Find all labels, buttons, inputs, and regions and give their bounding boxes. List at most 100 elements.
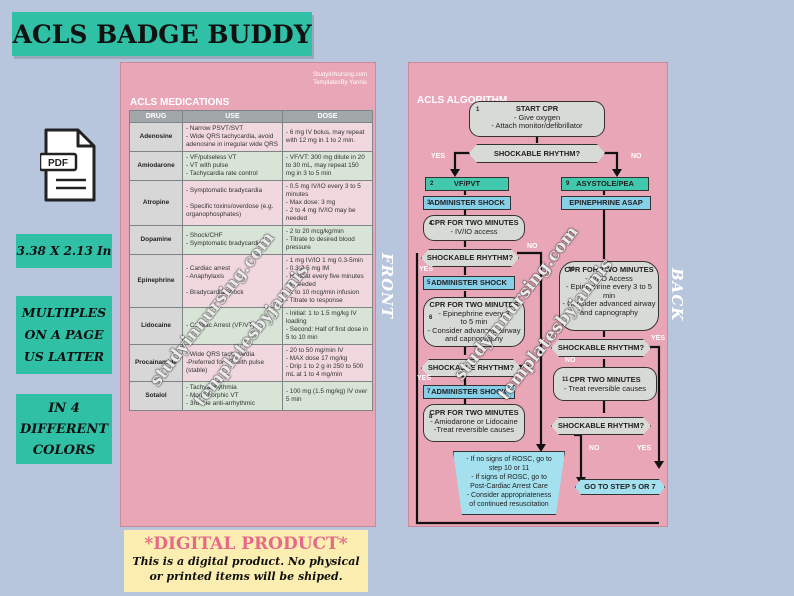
table-row: Adenosine- Narrow PSVT/SVT - Wide QRS ta… bbox=[129, 122, 374, 152]
node-line: - Treat reversible causes bbox=[563, 383, 647, 393]
node-line: - IV/IO Access bbox=[585, 273, 633, 283]
yes-label: YES bbox=[417, 375, 432, 382]
multiples-line: US LATTER bbox=[23, 349, 105, 364]
step-number: 7 bbox=[427, 389, 431, 395]
yes-label: YES bbox=[419, 266, 434, 273]
colors-line: COLORS bbox=[32, 442, 96, 458]
node-line: - Epinephrine every 3 to 5 min bbox=[566, 282, 652, 300]
node-line: - Amiodarone or Lidocaine bbox=[430, 416, 518, 426]
no-label: NO bbox=[589, 445, 600, 452]
colors-line: IN 4 bbox=[48, 400, 80, 416]
dose-cell: - 100 mg (1.5 mg/kg) IV over 5 min bbox=[281, 381, 374, 411]
colors-tag: IN 4 DIFFERENT COLORS bbox=[16, 394, 112, 464]
goto-step-node: GO TO STEP 5 OR 7 bbox=[575, 479, 665, 495]
back-card: ACLS ALGORITHM 1 START CPR - Give oxygen… bbox=[408, 62, 668, 527]
step-number: 3 bbox=[427, 200, 431, 206]
node-line: - IV/IO access bbox=[450, 226, 498, 236]
drug-cell: Adenosine bbox=[129, 122, 183, 152]
node-line: to 5 min bbox=[460, 317, 488, 326]
flow-arrows bbox=[415, 136, 664, 525]
step-number: 2 bbox=[430, 181, 434, 187]
shockable-decision-2: SHOCKABLE RHYTHM? bbox=[421, 249, 519, 267]
shockable-decision-1: SHOCKABLE RHYTHM? bbox=[469, 144, 605, 163]
header-dose: DOSE bbox=[281, 110, 374, 123]
rosc-instructions: - If no signs of ROSC, go to step 10 or … bbox=[453, 451, 565, 515]
back-side-label: BACK bbox=[668, 268, 686, 322]
cpr-node-8: 8 CPR FOR TWO MINUTES - Amiodarone or Li… bbox=[423, 404, 525, 442]
digital-line: or printed items will be shiped. bbox=[149, 570, 343, 583]
shockable-decision-right-1: SHOCKABLE RHYTHM? bbox=[551, 339, 651, 357]
digital-product-notice: *DIGITAL PRODUCT* This is a digital prod… bbox=[124, 530, 368, 592]
shockable-decision-3: SHOCKABLE RHYTHM? bbox=[421, 359, 521, 377]
epinephrine-asap: EPINEPHRINE ASAP bbox=[561, 196, 651, 210]
yes-label: YES bbox=[431, 153, 446, 160]
rosc-line: of continued resuscitation bbox=[469, 501, 549, 508]
medications-table: DRUG USE DOSE Adenosine- Narrow PSVT/SVT… bbox=[129, 110, 374, 411]
cpr-node-6: 6 CPR FOR TWO MINUTES - Epinephrine ever… bbox=[423, 297, 525, 347]
node-title: CPR FOR TWO MINUTES bbox=[429, 218, 519, 227]
node-title: ADMINISTER SHOCK bbox=[429, 198, 505, 207]
use-cell: - Symptomatic bradycardia - Specific tox… bbox=[182, 180, 283, 226]
cpr-node-10: 10 CPR FOR TWO MINUTES - IV/IO Access - … bbox=[559, 261, 659, 331]
use-cell: - VF/pulseless VT - VT with pulse - Tach… bbox=[182, 151, 283, 181]
node-title: START CPR bbox=[515, 104, 559, 113]
rosc-line: - Consider appropriateness bbox=[466, 492, 552, 499]
rosc-line: - If signs of ROSC, go to bbox=[471, 474, 547, 481]
drug-cell: Procainamide bbox=[129, 344, 183, 382]
node-line: - Consider advanced airway bbox=[427, 325, 521, 335]
rosc-line: step 10 or 11 bbox=[488, 465, 530, 472]
node-line: - Give oxygen bbox=[513, 112, 561, 122]
use-cell: - Wide QRS tachycardia -Preferred for VT… bbox=[182, 344, 283, 382]
node-title: ADMINISTER SHOCK bbox=[431, 278, 507, 287]
drug-cell: Lidocaine bbox=[129, 307, 183, 345]
node-line: - Consider advanced airway and capnograp… bbox=[562, 299, 656, 317]
title-banner: ACLS BADGE BUDDY bbox=[12, 12, 312, 56]
drug-cell: Epinephrine bbox=[129, 254, 183, 308]
dose-cell: - 6 mg IV bolus, may repeat with 12 mg i… bbox=[281, 122, 374, 152]
node-line: and capnography bbox=[445, 334, 503, 343]
front-title: ACLS MEDICATIONS bbox=[130, 97, 230, 108]
header-drug: DRUG bbox=[129, 110, 183, 123]
step-number: 9 bbox=[566, 181, 570, 187]
front-side-label: FRONT bbox=[378, 253, 396, 320]
use-cell: - Cardiac arrest - Anaphylaxis - Bradyca… bbox=[182, 254, 283, 308]
table-row: Amiodarone- VF/pulseless VT - VT with pu… bbox=[129, 151, 374, 181]
drug-cell: Amiodarone bbox=[129, 151, 183, 181]
table-row: Epinephrine- Cardiac arrest - Anaphylaxi… bbox=[129, 254, 374, 308]
step-number: 10 bbox=[568, 267, 575, 273]
dose-cell: - VF/VT: 300 mg dilute in 20 to 30 mL, m… bbox=[281, 151, 374, 181]
multiples-line: ON A PAGE bbox=[24, 327, 104, 342]
rosc-line: Post-Cardiac Arrest Care bbox=[470, 483, 548, 490]
drug-cell: Dopamine bbox=[129, 225, 183, 255]
brand-line: TemplatesBy Yannis bbox=[313, 80, 367, 86]
front-card: StudyInNursing.com TemplatesBy Yannis AC… bbox=[120, 62, 376, 527]
step-number: 5 bbox=[427, 280, 431, 286]
back-title: ACLS ALGORITHM bbox=[417, 95, 508, 106]
start-cpr-node: 1 START CPR - Give oxygen - Attach monit… bbox=[469, 101, 605, 137]
dose-cell: - 0.5 mg IV/IO every 3 to 5 minutes - Ma… bbox=[281, 180, 374, 226]
rosc-line: - If no signs of ROSC, go to bbox=[466, 456, 552, 463]
pdf-label: PDF bbox=[48, 158, 68, 169]
size-text: 3.38 X 2.13 In bbox=[16, 244, 112, 258]
step-number: 6 bbox=[429, 315, 433, 321]
multiples-tag: MULTIPLES ON A PAGE US LATTER bbox=[16, 296, 112, 374]
drug-cell: Sotalol bbox=[129, 381, 183, 411]
brand-line: StudyInNursing.com bbox=[312, 72, 367, 78]
table-row: Atropine- Symptomatic bradycardia - Spec… bbox=[129, 180, 374, 226]
size-tag: 3.38 X 2.13 In bbox=[16, 234, 112, 268]
cpr-node-11: 11 CPR TWO MINUTES - Treat reversible ca… bbox=[553, 367, 657, 401]
yes-label: YES bbox=[651, 335, 666, 342]
table-row: Dopamine- Shock/CHF - Symptomatic bradyc… bbox=[129, 225, 374, 255]
dose-cell: - Initial: 1 to 1.5 mg/kg IV loading - S… bbox=[281, 307, 374, 345]
use-cell: - Narrow PSVT/SVT - Wide QRS tachycardia… bbox=[182, 122, 283, 152]
table-row: Sotalol- Tachyarrhythmia - Monomorphic V… bbox=[129, 381, 374, 411]
node-title: CPR FOR TWO MINUTES bbox=[429, 408, 519, 417]
node-line: - Attach monitor/defibrillator bbox=[491, 121, 583, 130]
node-line: -Treat reversible causes bbox=[433, 425, 515, 434]
colors-line: DIFFERENT bbox=[20, 421, 108, 437]
banner-text: ACLS BADGE BUDDY bbox=[12, 19, 312, 49]
table-row: Procainamide- Wide QRS tachycardia -Pref… bbox=[129, 344, 374, 382]
no-label: NO bbox=[565, 357, 576, 364]
